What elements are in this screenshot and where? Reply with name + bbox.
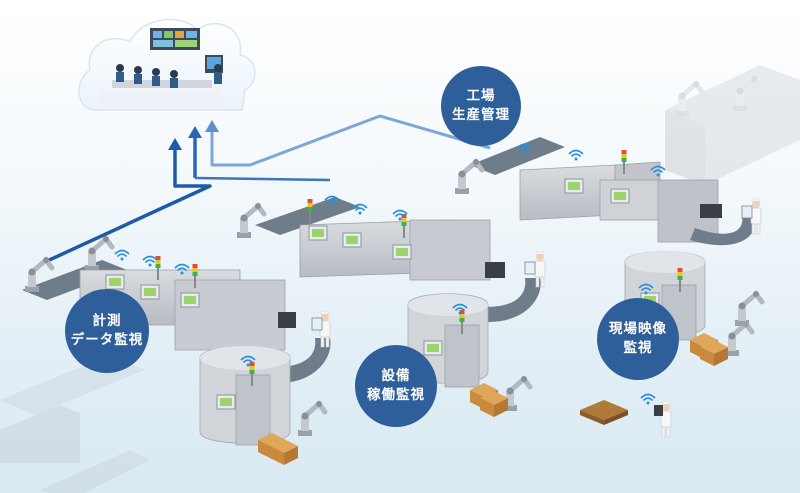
label-video-monitoring: 現場映像 監視 <box>597 298 679 380</box>
label-factory-management-line1: 工場 <box>466 88 496 104</box>
label-equipment-line1: 設備 <box>381 368 411 384</box>
tablet-icon <box>654 405 663 416</box>
label-measurement-monitoring: 計測 データ監視 <box>65 289 149 373</box>
label-measurement-line2: データ監視 <box>70 332 144 348</box>
label-equipment-line2: 稼働監視 <box>367 387 425 403</box>
production-line-top <box>455 137 762 246</box>
label-video-line2: 監視 <box>623 340 653 356</box>
flow-arrows <box>44 114 491 264</box>
label-video-line1: 現場映像 <box>609 321 667 337</box>
label-factory-management: 工場 生産管理 <box>441 66 521 146</box>
pallet-area <box>580 393 672 438</box>
flow-arrow-icon <box>44 148 212 264</box>
label-equipment-monitoring: 設備 稼働監視 <box>355 345 437 427</box>
label-measurement-line1: 計測 <box>92 313 122 329</box>
background-conveyor <box>0 355 150 493</box>
label-factory-management-line2: 生産管理 <box>452 107 510 123</box>
background-factory <box>665 65 800 185</box>
station-left <box>199 346 325 465</box>
cloud-control-room <box>78 18 256 111</box>
